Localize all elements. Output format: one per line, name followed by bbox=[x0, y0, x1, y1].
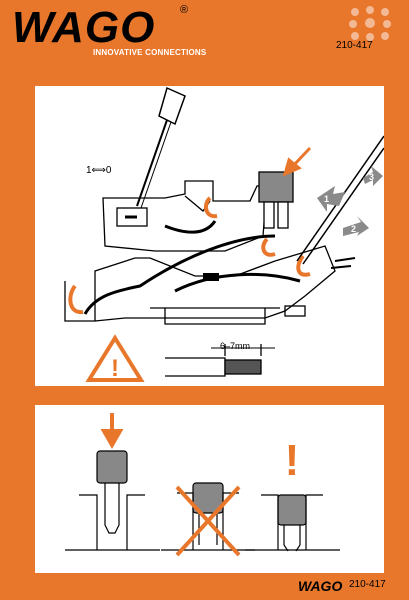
wago-logo: WAGO bbox=[12, 3, 156, 52]
footer-product-code: 210-417 bbox=[349, 579, 386, 590]
plug-insertion-diagram: ! bbox=[65, 413, 340, 557]
screwdriver-icon bbox=[136, 86, 186, 209]
din-rail bbox=[150, 305, 306, 325]
correct-insertion-figure bbox=[65, 413, 160, 551]
fuse-element bbox=[203, 273, 219, 281]
strip-length-label: 6–7mm bbox=[220, 341, 251, 351]
warning-triangle-icon bbox=[85, 334, 145, 382]
header: WAGO ® INNOVATIVE CONNECTIONS 210-417 bbox=[0, 0, 409, 80]
footer-wago-logo: WAGO bbox=[298, 578, 343, 594]
step-3-arrow-icon bbox=[363, 166, 383, 186]
product-code: 210-417 bbox=[336, 40, 373, 51]
switch-position-label: 1⟺0 bbox=[86, 165, 112, 176]
step-1-label: 1 bbox=[324, 194, 329, 204]
caution-insertion-figure: ! bbox=[245, 436, 340, 552]
test-plug-icon bbox=[258, 171, 294, 229]
orange-arrow-icon bbox=[282, 146, 312, 177]
terminal-block-diagram: 1 2 3 ! bbox=[64, 86, 384, 382]
down-arrow-icon bbox=[100, 413, 124, 450]
pattern-badge-icon bbox=[349, 6, 391, 41]
warning-exclamation: ! bbox=[285, 436, 300, 485]
step-2-label: 2 bbox=[351, 224, 356, 234]
stripped-wire-icon bbox=[165, 344, 275, 377]
wiring-instruction-panel: 1 2 3 ! 1⟺0 6–7mm bbox=[35, 86, 384, 386]
terminal-housing bbox=[64, 180, 336, 322]
plug-insertion-panel: ! bbox=[35, 405, 384, 573]
registered-mark: ® bbox=[180, 4, 189, 16]
svg-text:!: ! bbox=[111, 355, 119, 382]
cross-icon bbox=[175, 485, 241, 557]
step-1-arrow-icon bbox=[317, 186, 345, 212]
step-3-label: 3 bbox=[369, 172, 374, 182]
internal-wire bbox=[83, 220, 301, 315]
step-2-arrow-icon bbox=[343, 216, 369, 236]
incorrect-insertion-figure bbox=[161, 482, 255, 557]
tagline: INNOVATIVE CONNECTIONS bbox=[93, 48, 207, 57]
step-arrows bbox=[317, 166, 383, 236]
cage-clamp-springs bbox=[68, 196, 311, 315]
